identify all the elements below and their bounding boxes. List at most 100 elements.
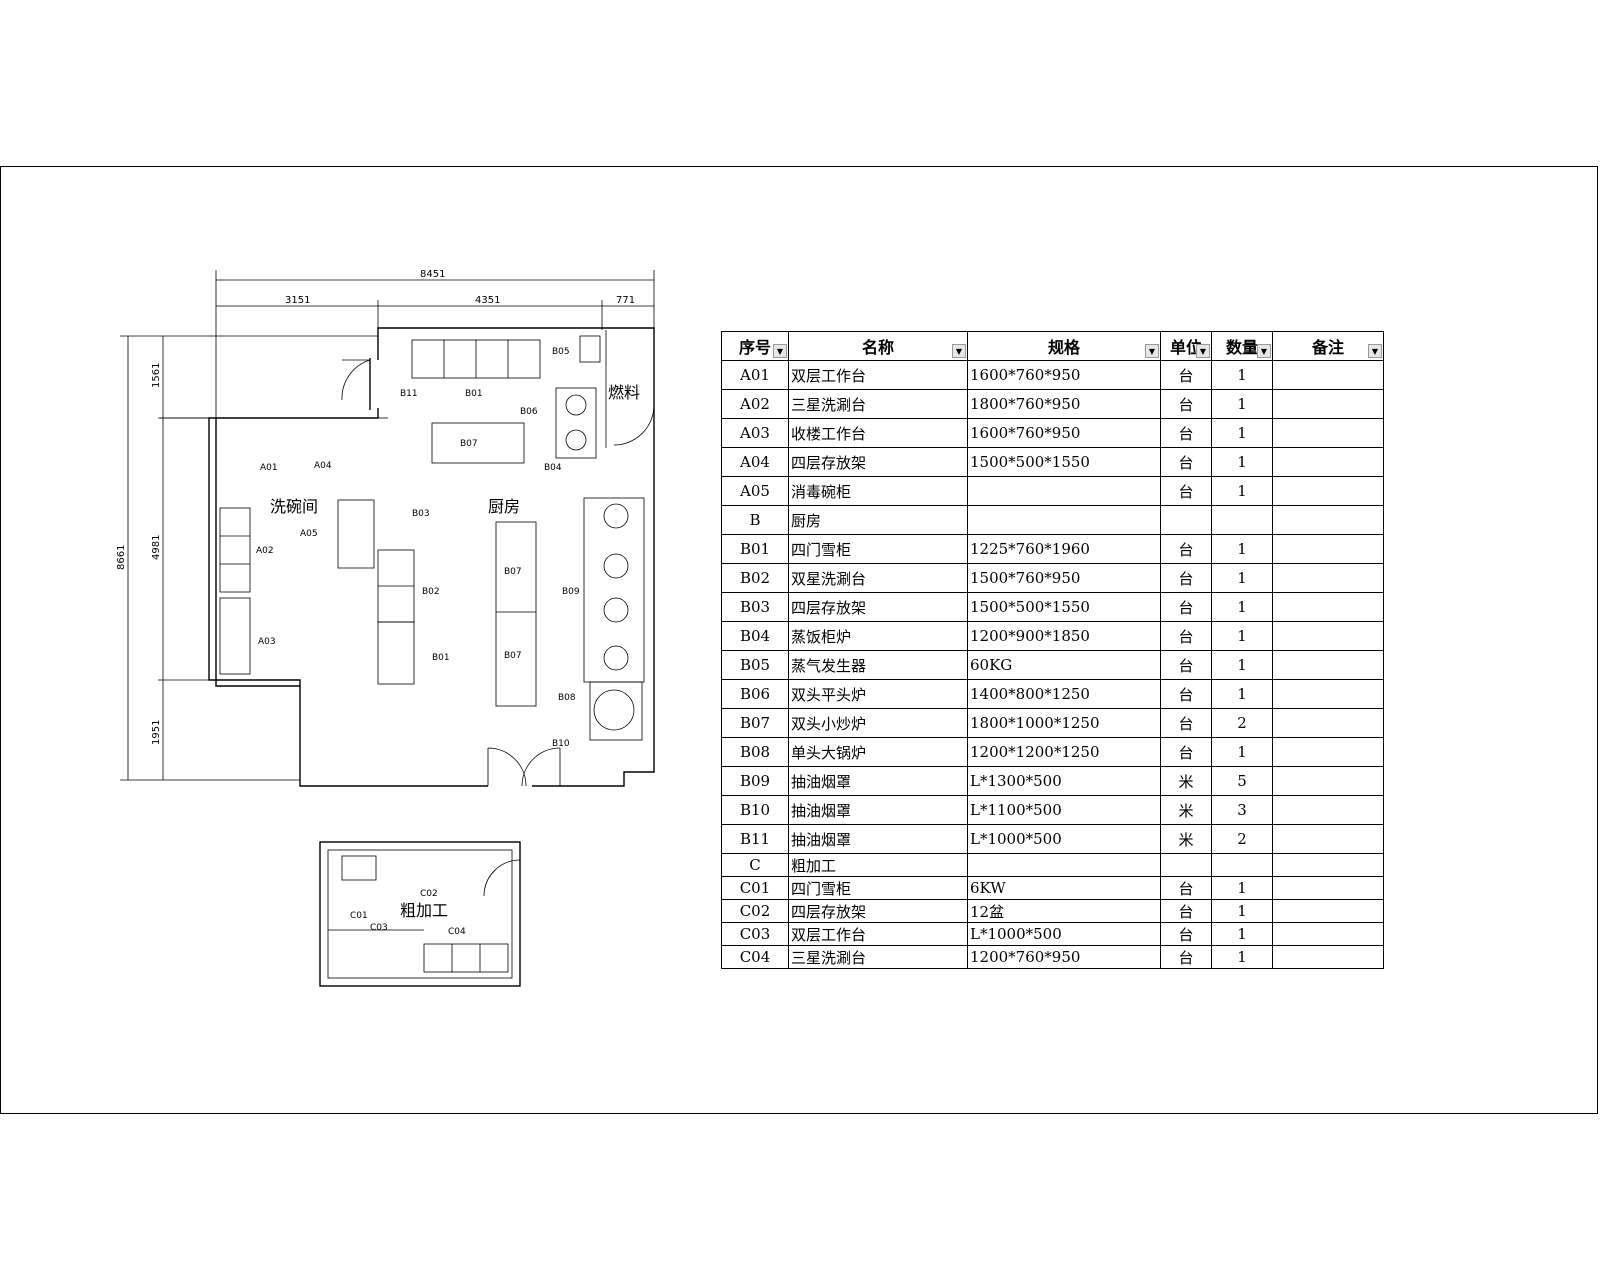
filter-dropdown-icon[interactable]: ▼ — [773, 344, 787, 358]
cell-name[interactable]: 四层存放架 — [788, 447, 968, 477]
cell-no[interactable]: B11 — [721, 824, 789, 854]
cell-unit[interactable]: 台 — [1160, 876, 1212, 900]
cell-name[interactable]: 四层存放架 — [788, 899, 968, 923]
cell-note[interactable] — [1272, 795, 1384, 825]
cell-spec[interactable]: 1600*760*950 — [967, 418, 1161, 448]
cell-unit[interactable]: 米 — [1160, 795, 1212, 825]
col-header-unit[interactable]: 单位▼ — [1160, 331, 1212, 361]
cell-no[interactable]: B01 — [721, 534, 789, 564]
cell-note[interactable] — [1272, 876, 1384, 900]
cell-spec[interactable]: 1400*800*1250 — [967, 679, 1161, 709]
cell-qty[interactable]: 1 — [1211, 418, 1273, 448]
cell-note[interactable] — [1272, 853, 1384, 877]
cell-qty[interactable]: 1 — [1211, 922, 1273, 946]
col-header-name[interactable]: 名称▼ — [788, 331, 968, 361]
cell-spec[interactable]: 1600*760*950 — [967, 360, 1161, 390]
cell-no[interactable]: C04 — [721, 945, 789, 969]
cell-unit[interactable] — [1160, 853, 1212, 877]
cell-qty[interactable]: 1 — [1211, 447, 1273, 477]
cell-spec[interactable]: L*1300*500 — [967, 766, 1161, 796]
cell-note[interactable] — [1272, 679, 1384, 709]
cell-no[interactable]: B10 — [721, 795, 789, 825]
cell-spec[interactable]: 1200*900*1850 — [967, 621, 1161, 651]
cell-no[interactable]: C — [721, 853, 789, 877]
cell-spec[interactable]: 6KW — [967, 876, 1161, 900]
cell-note[interactable] — [1272, 766, 1384, 796]
cell-no[interactable]: B07 — [721, 708, 789, 738]
col-header-no[interactable]: 序号▼ — [721, 331, 789, 361]
cell-qty[interactable]: 1 — [1211, 899, 1273, 923]
cell-name[interactable]: 双星洗涮台 — [788, 563, 968, 593]
cell-unit[interactable]: 台 — [1160, 650, 1212, 680]
cell-unit[interactable]: 米 — [1160, 766, 1212, 796]
cell-note[interactable] — [1272, 824, 1384, 854]
cell-no[interactable]: A02 — [721, 389, 789, 419]
cell-name[interactable]: 三星洗涮台 — [788, 945, 968, 969]
cell-unit[interactable]: 台 — [1160, 899, 1212, 923]
cell-name[interactable]: 粗加工 — [788, 853, 968, 877]
filter-dropdown-icon[interactable]: ▼ — [1257, 344, 1271, 358]
cell-unit[interactable]: 台 — [1160, 360, 1212, 390]
cell-unit[interactable]: 台 — [1160, 563, 1212, 593]
cell-note[interactable] — [1272, 447, 1384, 477]
cell-no[interactable]: B03 — [721, 592, 789, 622]
cell-note[interactable] — [1272, 418, 1384, 448]
cell-qty[interactable]: 1 — [1211, 389, 1273, 419]
cell-no[interactable]: A04 — [721, 447, 789, 477]
cell-spec[interactable] — [967, 853, 1161, 877]
cell-unit[interactable]: 台 — [1160, 708, 1212, 738]
cell-name[interactable]: 抽油烟罩 — [788, 766, 968, 796]
cell-unit[interactable]: 台 — [1160, 534, 1212, 564]
cell-name[interactable]: 抽油烟罩 — [788, 824, 968, 854]
cell-qty[interactable]: 1 — [1211, 737, 1273, 767]
cell-note[interactable] — [1272, 476, 1384, 506]
cell-qty[interactable]: 5 — [1211, 766, 1273, 796]
cell-name[interactable]: 三星洗涮台 — [788, 389, 968, 419]
cell-name[interactable]: 四门雪柜 — [788, 876, 968, 900]
cell-note[interactable] — [1272, 592, 1384, 622]
cell-note[interactable] — [1272, 650, 1384, 680]
cell-spec[interactable]: 1800*1000*1250 — [967, 708, 1161, 738]
cell-name[interactable]: 双层工作台 — [788, 360, 968, 390]
cell-no[interactable]: C03 — [721, 922, 789, 946]
cell-note[interactable] — [1272, 922, 1384, 946]
cell-qty[interactable]: 1 — [1211, 592, 1273, 622]
cell-note[interactable] — [1272, 621, 1384, 651]
cell-no[interactable]: A01 — [721, 360, 789, 390]
cell-no[interactable]: B — [721, 505, 789, 535]
cell-spec[interactable]: 1225*760*1960 — [967, 534, 1161, 564]
cell-spec[interactable]: L*1100*500 — [967, 795, 1161, 825]
cell-note[interactable] — [1272, 389, 1384, 419]
cell-spec[interactable]: L*1000*500 — [967, 922, 1161, 946]
cell-unit[interactable]: 台 — [1160, 418, 1212, 448]
filter-dropdown-icon[interactable]: ▼ — [1196, 344, 1210, 358]
cell-spec[interactable] — [967, 476, 1161, 506]
col-header-qty[interactable]: 数量▼ — [1211, 331, 1273, 361]
cell-unit[interactable]: 台 — [1160, 447, 1212, 477]
cell-name[interactable]: 双头小炒炉 — [788, 708, 968, 738]
cell-spec[interactable] — [967, 505, 1161, 535]
cell-qty[interactable] — [1211, 505, 1273, 535]
cell-qty[interactable]: 1 — [1211, 360, 1273, 390]
cell-name[interactable]: 四层存放架 — [788, 592, 968, 622]
cell-unit[interactable]: 台 — [1160, 389, 1212, 419]
cell-qty[interactable] — [1211, 853, 1273, 877]
cell-no[interactable]: C01 — [721, 876, 789, 900]
cell-qty[interactable]: 1 — [1211, 621, 1273, 651]
